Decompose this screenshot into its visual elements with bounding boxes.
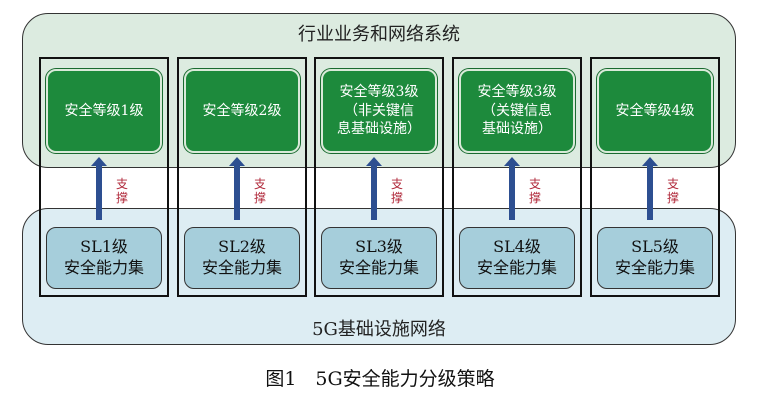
sl-label: SL3级: [355, 237, 403, 257]
capability-set-box: SL2级 安全能力集: [184, 227, 300, 289]
capability-set-label: 安全能力集: [63, 258, 144, 277]
level-column: 安全等级4级 支撑 SL5级 安全能力集: [590, 57, 720, 297]
support-label: 支撑: [254, 177, 267, 206]
up-arrow-icon: [229, 157, 245, 220]
figure-caption: 图1 5G安全能力分级策略: [265, 368, 495, 390]
top-title: 行业业务和网络系统: [298, 24, 460, 45]
sl-label: SL5级: [631, 237, 679, 257]
security-level-box: 安全等级4级: [597, 69, 713, 153]
support-label: 支撑: [116, 177, 129, 206]
level-column: 安全等级2级 支撑 SL2级 安全能力集: [177, 57, 307, 297]
capability-set-box: SL5级 安全能力集: [597, 227, 713, 289]
capability-set-label: 安全能力集: [201, 258, 282, 277]
sl-label: SL2级: [218, 237, 266, 257]
up-arrow-icon: [642, 157, 658, 220]
capability-set-box: SL4级 安全能力集: [459, 227, 575, 289]
capability-set-box: SL3级 安全能力集: [321, 227, 437, 289]
security-level-box: 安全等级2级: [184, 69, 300, 153]
bottom-title: 5G基础设施网络: [312, 319, 446, 340]
up-arrow-icon: [504, 157, 520, 220]
level-column: 安全等级3级 （关键信息 基础设施） 支撑 SL4级 安全能力集: [452, 57, 582, 297]
support-label: 支撑: [391, 177, 404, 206]
up-arrow-icon: [91, 157, 107, 220]
level-column: 安全等级3级 （非关键信 息基础设施） 支撑 SL3级 安全能力集: [314, 57, 444, 297]
level-column: 安全等级1级 支撑 SL1级 安全能力集: [39, 57, 169, 297]
support-label: 支撑: [529, 177, 542, 206]
capability-set-box: SL1级 安全能力集: [46, 227, 162, 289]
sl-label: SL4级: [493, 237, 541, 257]
support-label: 支撑: [667, 177, 680, 206]
security-level-box: 安全等级3级 （非关键信 息基础设施）: [321, 69, 437, 153]
security-level-box: 安全等级3级 （关键信息 基础设施）: [459, 69, 575, 153]
capability-set-label: 安全能力集: [614, 258, 695, 277]
security-level-box: 安全等级1级: [46, 69, 162, 153]
capability-set-label: 安全能力集: [338, 258, 419, 277]
up-arrow-icon: [366, 157, 382, 220]
capability-set-label: 安全能力集: [476, 258, 557, 277]
sl-label: SL1级: [80, 237, 128, 257]
